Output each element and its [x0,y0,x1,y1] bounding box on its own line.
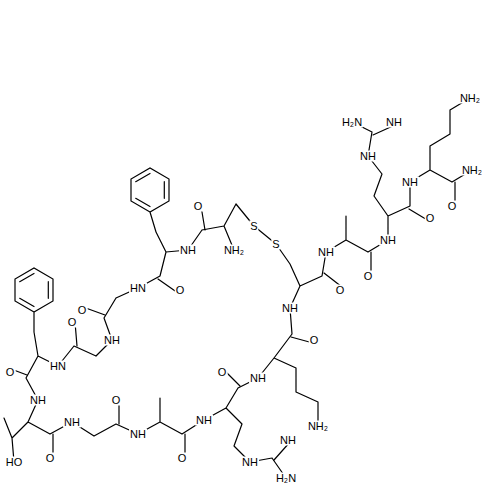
atom-label: S [271,239,280,250]
atom-label: NH [379,235,397,246]
atom-label: NH [179,245,197,256]
atom-label: NH [29,395,47,406]
atom-label: NH [317,247,335,258]
double-bond-lines [11,125,455,460]
atom-label: NH₂ [461,165,483,176]
atom-label: S [249,221,258,232]
atom-label: O [45,453,56,464]
atom-label: HO [5,457,24,468]
single-bonds [4,98,472,478]
atom-label: O [193,201,204,212]
atom-label: NH [279,435,297,446]
atom-label: O [5,367,16,378]
atom-label: O [67,317,78,328]
atom-label: O [77,305,88,316]
atom-label: NH [241,457,259,468]
atom-label: NH₂ [307,421,329,432]
atom-label: O [175,285,186,296]
atom-label: H₂N [275,473,297,484]
atom-label: NH [401,177,419,188]
atom-label: O [111,395,122,406]
atom-label: NH [195,415,213,426]
atom-label: NH [385,117,403,128]
atom-label: NH [129,429,147,440]
atom-label: NH [281,303,299,314]
atom-label: O [335,285,346,296]
atom-label: O [217,367,228,378]
atom-label: O [177,453,188,464]
atom-label: O [309,335,320,346]
atom-label: HN [129,283,147,294]
atom-label: H₂N [341,117,363,128]
atom-label: NH₂ [223,245,245,256]
atom-label: NH₂ [459,93,481,104]
atom-label: NH [359,151,377,162]
atom-label: NH [249,373,267,384]
atom-label: NH [103,335,121,346]
atom-label: HN [49,361,67,372]
atom-label: O [425,213,436,224]
atom-label: O [447,201,458,212]
atom-label: O [363,271,374,282]
atom-label: NH [63,417,81,428]
